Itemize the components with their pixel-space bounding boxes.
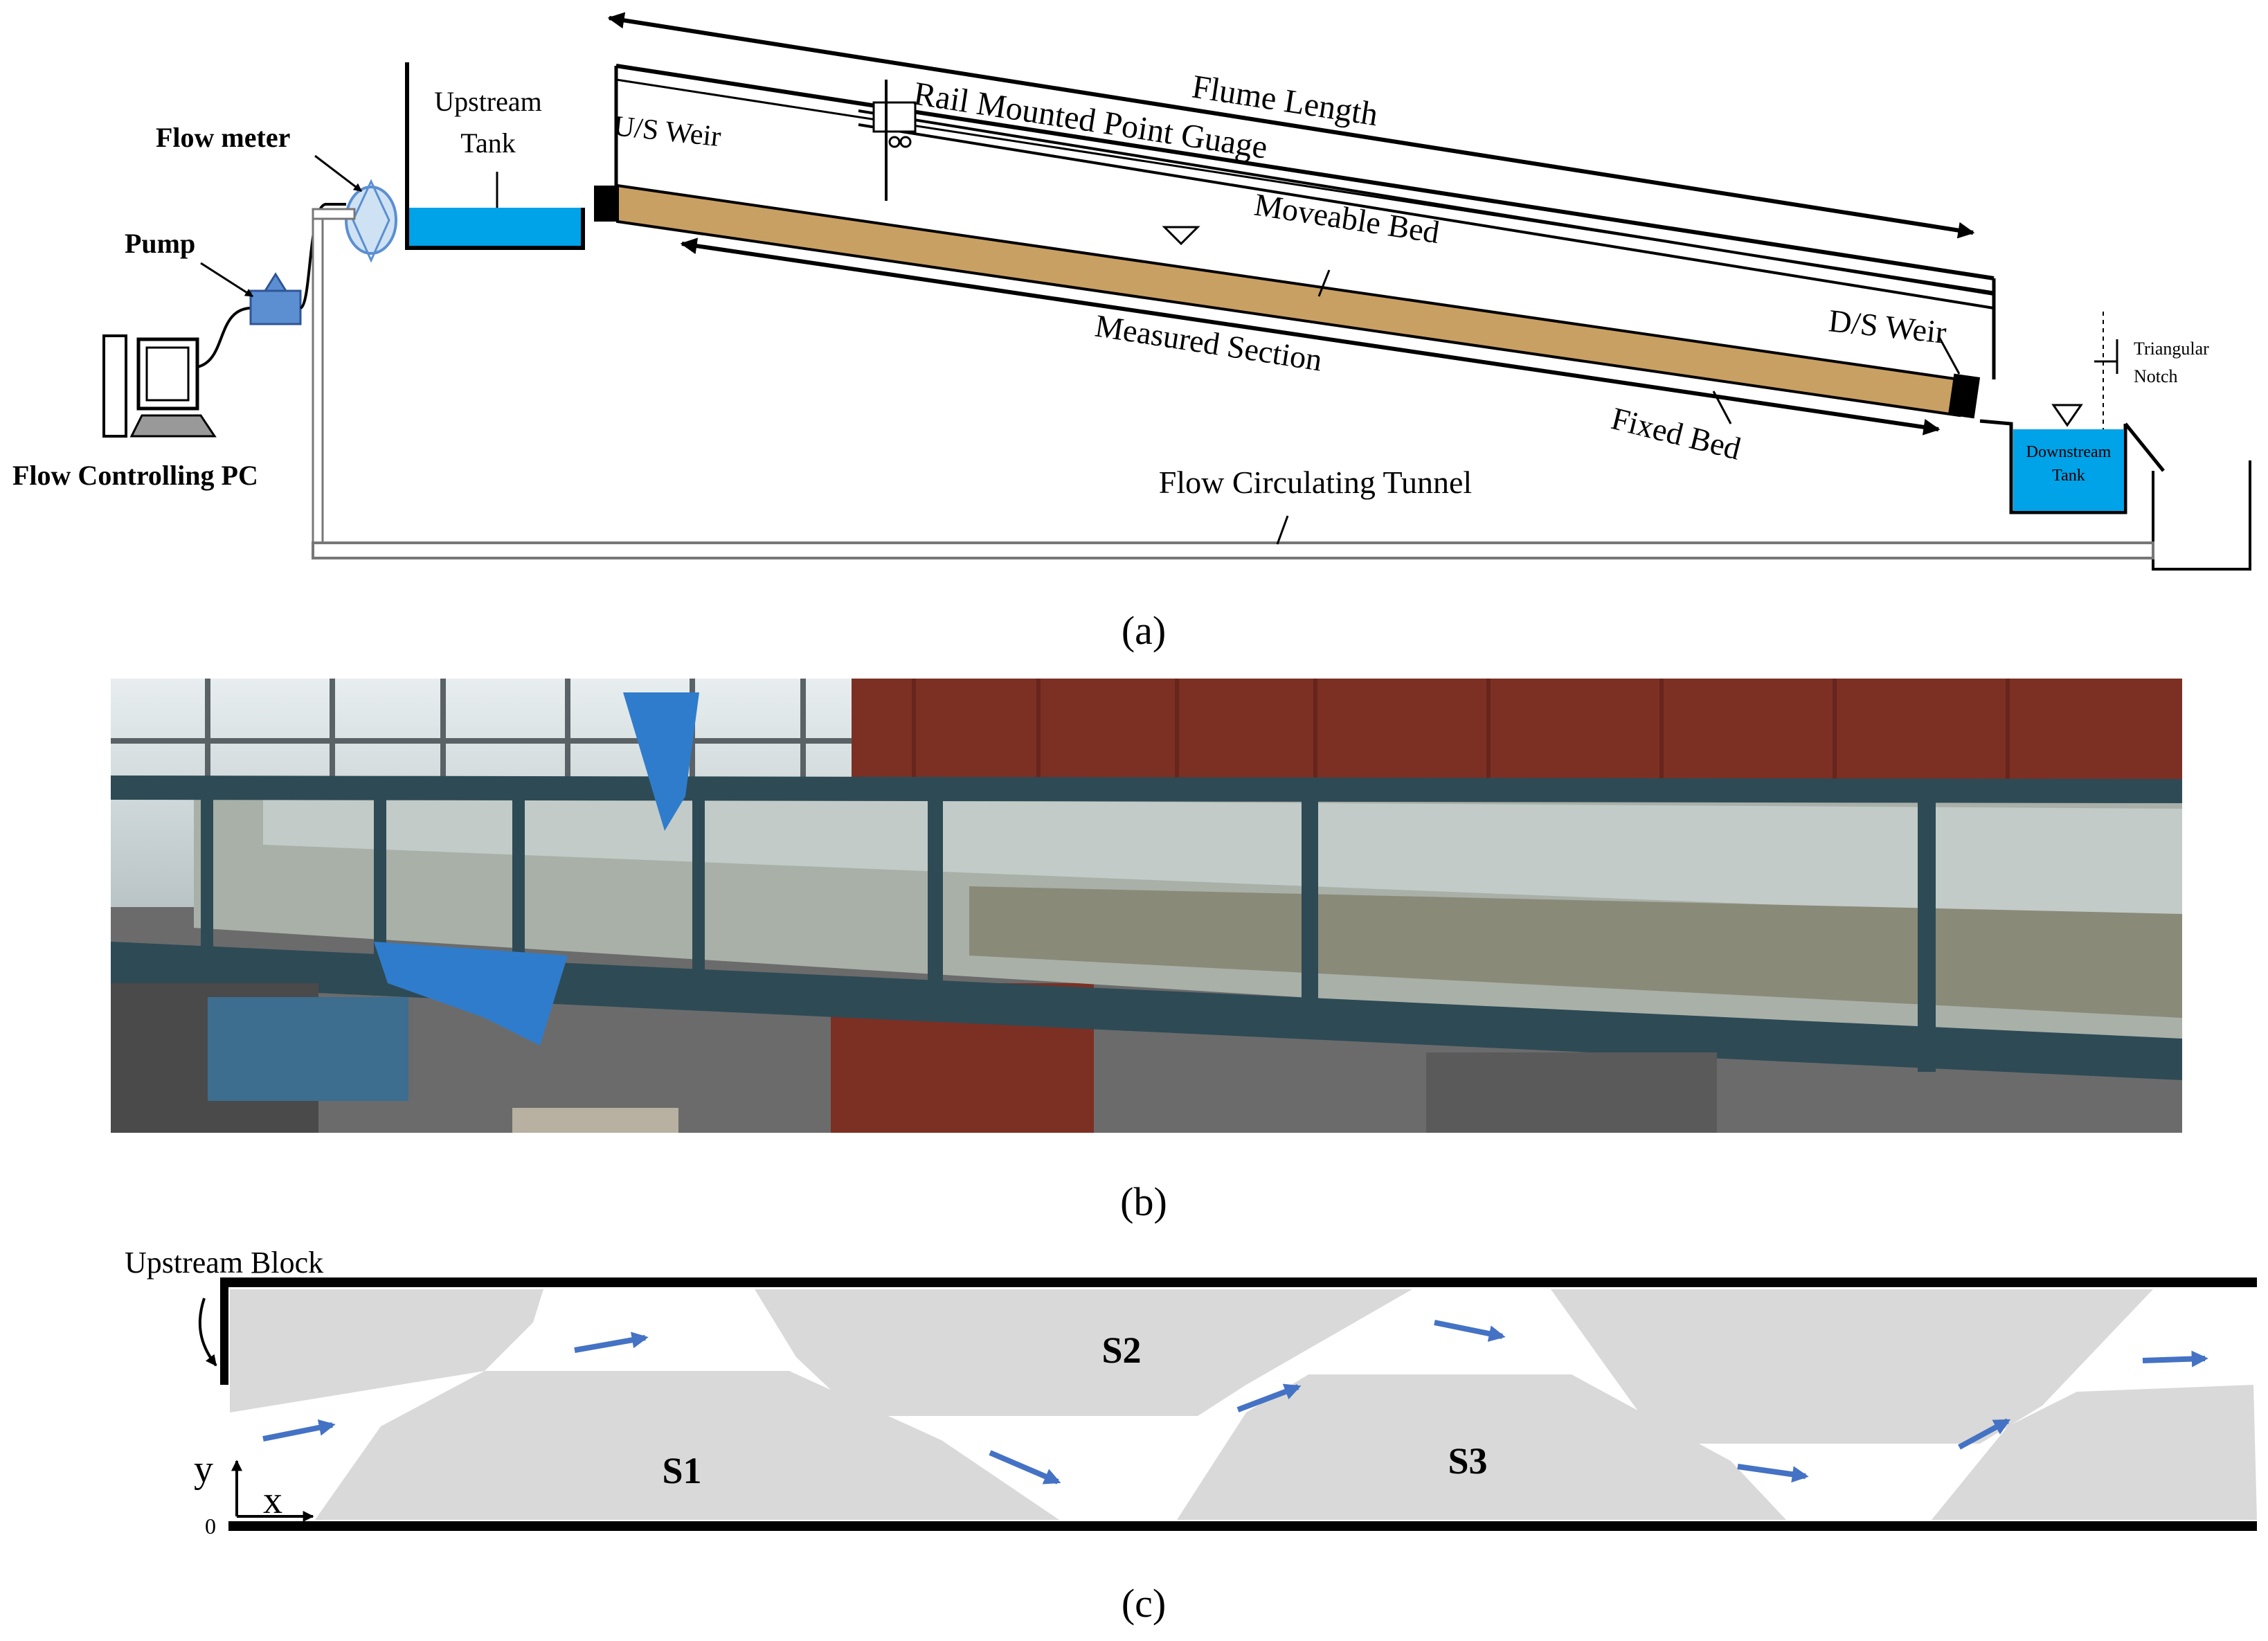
x-axis-label: x xyxy=(263,1479,282,1522)
flow-arrow xyxy=(262,1419,336,1442)
upstream-block-label: Upstream Block xyxy=(125,1246,323,1280)
flow-meter-icon xyxy=(345,179,397,263)
moveable-bed-leader xyxy=(1317,269,1331,297)
pump-icon xyxy=(249,272,302,325)
water-surface-symbol xyxy=(1162,226,1200,246)
ds-weir-leader xyxy=(1937,335,1961,375)
flow-arrow xyxy=(2142,1350,2208,1368)
flow-meter-label: Flow meter xyxy=(156,122,290,153)
triangular-notch-label-line1: Triangular xyxy=(2134,339,2209,359)
riser-bend xyxy=(312,208,356,220)
origin-label: 0 xyxy=(205,1514,216,1539)
pump-leader xyxy=(200,262,254,298)
pump-label: Pump xyxy=(125,228,195,259)
top-wall xyxy=(222,1277,2257,1287)
pc-cable xyxy=(197,306,257,368)
s2-label: S2 xyxy=(1101,1329,1141,1371)
panel-b-photo xyxy=(111,679,2182,1133)
flow-circulating-tunnel xyxy=(312,541,2154,559)
block-s3 xyxy=(1177,1374,1786,1520)
block-s5 xyxy=(1932,1385,2257,1520)
upstream-block-leader xyxy=(198,1298,217,1367)
flow-arrow xyxy=(1236,1383,1302,1413)
panel-c-caption: (c) xyxy=(1122,1581,1166,1626)
measured-section-arrow xyxy=(680,237,1941,436)
block-s4 xyxy=(1551,1289,2153,1444)
upstream-tank-label-line2: Tank xyxy=(460,127,515,159)
point-gauge-icon xyxy=(872,80,917,201)
ds-weir-block xyxy=(1947,373,1981,419)
flow-circulating-tunnel-label: Flow Circulating Tunnel xyxy=(1159,465,1472,500)
flow-arrow xyxy=(1434,1320,1506,1342)
tunnel-leader xyxy=(1276,515,1289,545)
upstream-block-top xyxy=(230,1289,543,1413)
upstream-tank-label-line1: Upstream xyxy=(434,86,542,117)
flow-arrows xyxy=(262,1320,2208,1485)
panel-b-caption: (b) xyxy=(1120,1179,1167,1224)
panel-a-caption: (a) xyxy=(1122,608,1166,653)
riser-pipe xyxy=(312,208,324,544)
flume-length-arrow xyxy=(607,12,1975,239)
upstream-block-wall xyxy=(220,1277,228,1385)
flow-controlling-pc-label: Flow Controlling PC xyxy=(12,460,258,491)
flow-meter-leader xyxy=(314,154,362,192)
block-s1 xyxy=(315,1371,1059,1520)
pc-icon xyxy=(102,334,217,438)
downstream-tank xyxy=(1979,312,2251,571)
block-s2 xyxy=(755,1289,1412,1416)
s1-label: S1 xyxy=(662,1450,701,1491)
downstream-tank-label-line1: Downstream xyxy=(2026,443,2112,461)
downstream-tank-label-line2: Tank xyxy=(2052,467,2085,485)
bottom-wall xyxy=(228,1521,2257,1531)
flow-arrow xyxy=(1737,1464,1809,1483)
pump-pipe xyxy=(299,203,346,310)
us-weir-block xyxy=(594,186,618,222)
s3-label: S3 xyxy=(1448,1440,1487,1482)
panel-a-schematic: Flow meter Pump Flow Controlling PC Upst… xyxy=(12,12,2251,653)
triangular-notch-label-line2: Notch xyxy=(2134,366,2178,386)
flow-arrow xyxy=(574,1331,649,1353)
flow-arrow xyxy=(1958,1418,2011,1450)
us-weir-label: U/S Weir xyxy=(612,110,723,153)
fixed-bed-leader xyxy=(1712,391,1732,424)
flow-arrow xyxy=(989,1450,1061,1485)
panel-c-layout: Upstream Block S1 S2 S3 y x 0 xyxy=(125,1246,2257,1539)
moveable-bed-label: Moveable Bed xyxy=(1252,186,1441,250)
y-axis-label: y xyxy=(194,1448,213,1491)
ds-weir-label: D/S Weir xyxy=(1827,303,1948,350)
upstream-tank xyxy=(405,62,585,250)
